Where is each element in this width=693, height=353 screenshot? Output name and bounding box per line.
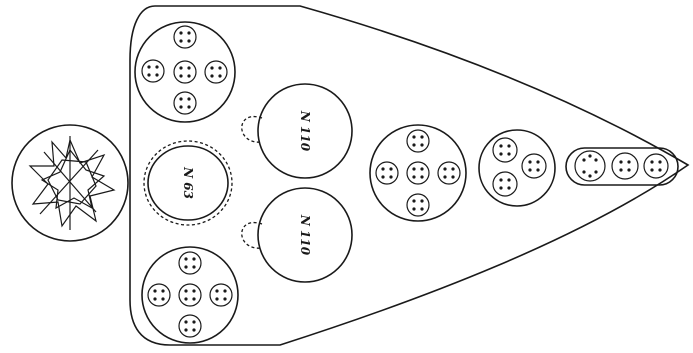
label-n63: N 63: [181, 166, 195, 199]
conductor-n63: N 63: [143, 140, 233, 226]
star-bundle: [11, 124, 129, 242]
outer-envelope: [129, 5, 690, 346]
cluster-top-left: [134, 21, 236, 123]
conductor-n110-lower: N 110: [241, 187, 353, 283]
label-n110-upper: N 110: [298, 110, 312, 152]
label-n110-lower: N 110: [298, 214, 312, 256]
cluster-middle-five: [369, 124, 467, 222]
cluster-three: [478, 129, 556, 207]
cluster-bottom-left: [141, 246, 239, 344]
capsule-three: [565, 147, 679, 186]
conductor-n110-upper: N 110: [241, 83, 353, 179]
